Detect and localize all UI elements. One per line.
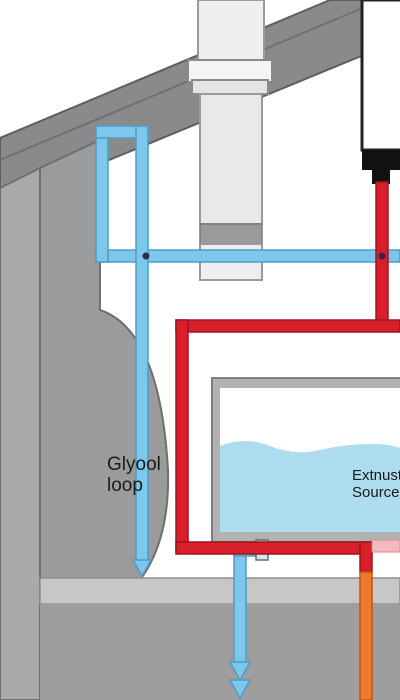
chimney-flue-icon — [187, 0, 273, 281]
floor-shadow — [40, 604, 400, 700]
floor-slab — [39, 577, 400, 605]
exhaust-source-label: Extnust Source — [352, 467, 400, 501]
roof-ridge-line — [0, 4, 371, 161]
outer-wall — [0, 166, 41, 700]
hot-water-pipes — [175, 181, 400, 573]
pipe-joint — [142, 252, 150, 260]
arrow-down-icon — [228, 661, 252, 682]
arrow-down-icon — [228, 679, 252, 700]
glycol-loop-label-line-1: Glyool — [107, 454, 161, 475]
glycol-loop-label: Glyool loop — [107, 454, 161, 497]
exhaust-source-label-line-1: Extnust — [352, 467, 400, 484]
glycol-loop-label-line-2: loop — [107, 474, 143, 496]
pipe-joint — [378, 252, 386, 260]
tank — [211, 377, 400, 543]
exhaust-source-label-line-2: Source — [352, 483, 400, 501]
arrow-down-icon — [131, 559, 153, 578]
boiler-unit-icon — [360, 0, 400, 184]
tank-water — [220, 441, 400, 532]
orange-pipe — [359, 571, 373, 700]
